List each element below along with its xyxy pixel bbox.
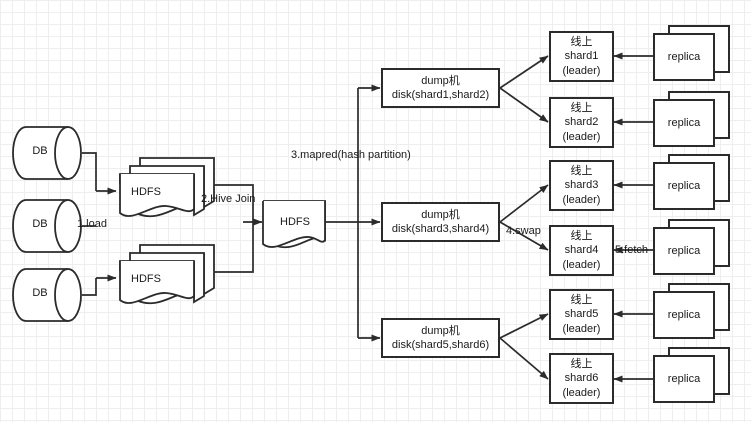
edge-dump1-to-shard1 [499, 55, 549, 89]
replica-node-5[interactable]: replica [653, 283, 745, 345]
shard-node-4-line3: (leader) [562, 258, 601, 271]
dump-machine-1-line1: dump机 [421, 74, 460, 87]
dump-machine-1-line2: disk(shard1,shard2) [391, 89, 490, 101]
dump-machine-2-line2: disk(shard3,shard4) [391, 223, 490, 235]
shard-node-2-line3: (leader) [562, 130, 601, 143]
shard-node-2-line2: shard2 [564, 116, 599, 129]
replica-node-5-front: replica [653, 291, 715, 339]
edge-dump2-to-shard4 [499, 221, 549, 251]
shard-node-2-line1: 线上 [570, 102, 593, 115]
edge-db3-to-hdfs-bottom [82, 278, 97, 296]
edge-hdfs-top-to-join [212, 184, 254, 222]
edge-label-mapred: 3.mapred(hash partition) [291, 149, 411, 161]
dump-machine-1[interactable]: dump机 disk(shard1,shard2) [381, 68, 500, 108]
shard-node-6-line1: 线上 [570, 358, 593, 371]
shard-node-1-line3: (leader) [562, 64, 601, 77]
shard-node-6-line3: (leader) [562, 386, 601, 399]
hdfs-stack-top[interactable]: HDFS [118, 155, 218, 225]
replica-node-6-front: replica [653, 355, 715, 403]
replica-node-2[interactable]: replica [653, 91, 745, 153]
edge-label-load: 1.load [77, 218, 107, 230]
shard-node-4-line1: 线上 [570, 230, 593, 243]
dump-machine-3-line2: disk(shard5,shard6) [391, 339, 490, 351]
edge-label-fetch: 5.fetch [615, 244, 649, 256]
shard-node-4-line2: shard4 [564, 244, 599, 257]
replica-node-3-front: replica [653, 162, 715, 210]
edge-hdfs-bottom-to-join [212, 222, 254, 273]
shard-node-1-line2: shard1 [564, 50, 599, 63]
replica-node-6[interactable]: replica [653, 347, 745, 409]
shard-node-5-line2: shard5 [564, 308, 599, 321]
db-node-1[interactable]: DB [12, 126, 84, 180]
shard-node-3-line1: 线上 [570, 165, 593, 178]
replica-node-1[interactable]: replica [653, 25, 745, 87]
dump-machine-2-line1: dump机 [421, 208, 460, 221]
dump-machine-2[interactable]: dump机 disk(shard3,shard4) [381, 202, 500, 242]
shard-node-5[interactable]: 线上 shard5 (leader) [549, 289, 614, 340]
shard-node-4[interactable]: 线上 shard4 (leader) [549, 225, 614, 276]
dump-machine-3[interactable]: dump机 disk(shard5,shard6) [381, 318, 500, 358]
shard-node-3[interactable]: 线上 shard3 (leader) [549, 160, 614, 211]
shard-node-5-line3: (leader) [562, 322, 601, 335]
shard-node-1-line1: 线上 [570, 36, 593, 49]
shard-node-2[interactable]: 线上 shard2 (leader) [549, 97, 614, 148]
replica-node-4[interactable]: replica [653, 219, 745, 281]
dump-machine-3-line1: dump机 [421, 324, 460, 337]
edge-label-hive-join: 2.Hive Join [201, 193, 256, 205]
edge-dump3-to-shard6 [499, 337, 549, 380]
shard-node-6-line2: shard6 [564, 372, 599, 385]
shard-node-1[interactable]: 线上 shard1 (leader) [549, 31, 614, 82]
edge-db1-to-hdfs-top [82, 152, 97, 191]
shard-node-3-line3: (leader) [562, 193, 601, 206]
edge-dump1-to-shard2 [499, 87, 549, 123]
replica-node-1-front: replica [653, 33, 715, 81]
shard-node-6[interactable]: 线上 shard6 (leader) [549, 353, 614, 404]
db-node-3[interactable]: DB [12, 268, 84, 322]
shard-node-3-line2: shard3 [564, 179, 599, 192]
edge-dump3-to-shard5 [499, 313, 549, 339]
shard-node-5-line1: 线上 [570, 294, 593, 307]
edge-label-swap: 4.swap [506, 225, 541, 237]
replica-node-4-front: replica [653, 227, 715, 275]
hdfs-stack-bottom[interactable]: HDFS [118, 242, 218, 312]
edge-dump2-to-shard3 [499, 184, 549, 223]
replica-node-3[interactable]: replica [653, 154, 745, 216]
db-node-2[interactable]: DB [12, 199, 84, 253]
hdfs-joined[interactable]: HDFS [262, 199, 328, 255]
replica-node-2-front: replica [653, 99, 715, 147]
